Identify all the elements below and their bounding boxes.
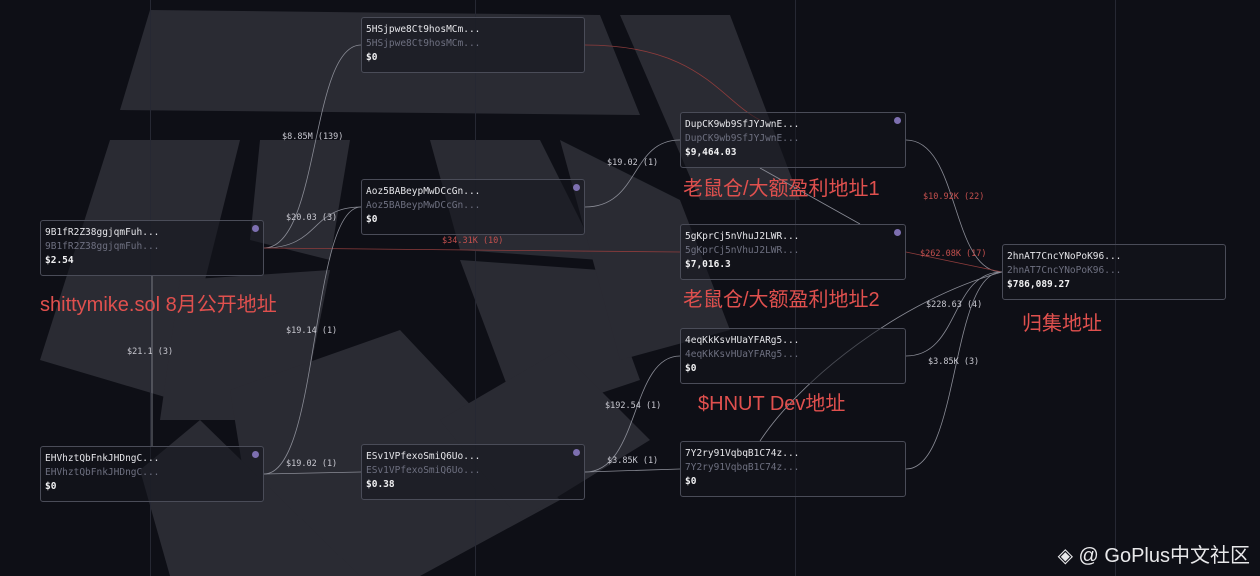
grid-line	[475, 0, 476, 576]
address-node[interactable]: EHVhztQbFnkJHDngC... EHVhztQbFnkJHDngC...…	[40, 446, 264, 502]
edge	[759, 167, 861, 225]
node-address: EHVhztQbFnkJHDngC...	[45, 453, 160, 464]
annotation-dev: $HNUT Dev地址	[698, 393, 846, 415]
edge-label: $19.14 (1)	[286, 326, 338, 336]
address-node[interactable]: 5HSjpwe8Ct9hosMCm... 5HSjpwe8Ct9hosMCm...…	[361, 17, 585, 73]
edge-label: $192.54 (1)	[605, 401, 662, 411]
edge-label: $20.03 (3)	[286, 213, 338, 223]
node-address: 5HSjpwe8Ct9hosMCm...	[366, 24, 481, 35]
node-value: $0	[366, 52, 378, 63]
node-address: DupCK9wb9SfJYJwnE...	[685, 119, 800, 130]
edge	[263, 206, 362, 475]
annotation-insider-1: 老鼠仓/大额盈利地址1	[683, 178, 880, 200]
edge	[905, 251, 1003, 273]
node-value: $0	[685, 476, 697, 487]
tag-dot-icon	[573, 184, 580, 191]
node-label: 5gKprCj5nVhuJ2LWR...	[685, 245, 800, 256]
node-address: 4eqKkKsvHUaYFARg5...	[685, 335, 800, 346]
tag-dot-icon	[894, 229, 901, 236]
node-value: $0.38	[366, 479, 395, 490]
edge	[584, 468, 681, 473]
edge	[263, 206, 362, 249]
address-node[interactable]: 2hnAT7CncYNoPoK96... 2hnAT7CncYNoPoK96...…	[1002, 244, 1226, 300]
node-label: 7Y2ry91VqbqB1C74z...	[685, 462, 800, 473]
goplus-logo-icon: ◈	[1057, 545, 1079, 567]
edge	[905, 139, 1003, 273]
node-address: 9B1fR2Z38ggjqmFuh...	[45, 227, 160, 238]
edge-label: $21.1 (3)	[127, 347, 174, 357]
node-value: $2.54	[45, 255, 74, 266]
edge	[905, 271, 1003, 357]
node-address: 5gKprCj5nVhuJ2LWR...	[685, 231, 800, 242]
edge	[584, 44, 761, 121]
annotation-insider-2: 老鼠仓/大额盈利地址2	[683, 289, 880, 311]
node-label: ESv1VPfexoSmiQ6Uo...	[366, 465, 481, 476]
node-value: $0	[45, 481, 57, 492]
edge	[263, 471, 362, 475]
node-value: $9,464.03	[685, 147, 737, 158]
address-node[interactable]: 5gKprCj5nVhuJ2LWR... 5gKprCj5nVhuJ2LWR...…	[680, 224, 906, 280]
edge	[905, 271, 1003, 470]
node-label: 2hnAT7CncYNoPoK96...	[1007, 265, 1122, 276]
address-node[interactable]: ESv1VPfexoSmiQ6Uo... ESv1VPfexoSmiQ6Uo...…	[361, 444, 585, 500]
edge-label: $8.85M (139)	[282, 132, 344, 142]
node-label: EHVhztQbFnkJHDngC...	[45, 467, 160, 478]
node-label: Aoz5BABeypMwDCcGn...	[366, 200, 481, 211]
annotation-collection: 归集地址	[1022, 313, 1102, 335]
edge-label: $10.92K (22)	[923, 192, 985, 202]
node-label: 4eqKkKsvHUaYFARg5...	[685, 349, 800, 360]
edge-label: $3.85K (1)	[607, 456, 659, 466]
node-value: $0	[366, 214, 378, 225]
grid-line	[795, 0, 796, 576]
edge-label: $34.31K (10)	[442, 236, 504, 246]
node-address: 7Y2ry91VqbqB1C74z...	[685, 448, 800, 459]
annotation-shittymike: shittymike.sol 8月公开地址	[40, 294, 277, 316]
edge-label: $262.08K (17)	[920, 249, 987, 259]
edge	[584, 355, 681, 473]
tag-dot-icon	[894, 117, 901, 124]
watermark: ◈ @ GoPlus中文社区	[1058, 539, 1250, 568]
grid-line	[150, 0, 151, 576]
node-label: 5HSjpwe8Ct9hosMCm...	[366, 38, 481, 49]
edge-label: $19.02 (1)	[286, 459, 338, 469]
node-value: $786,089.27	[1007, 279, 1070, 290]
node-address: ESv1VPfexoSmiQ6Uo...	[366, 451, 481, 462]
node-address: 2hnAT7CncYNoPoK96...	[1007, 251, 1122, 262]
node-value: $0	[685, 363, 697, 374]
watermark-text: @ GoPlus中文社区	[1078, 545, 1250, 567]
edge	[584, 139, 681, 208]
address-node[interactable]: Aoz5BABeypMwDCcGn... Aoz5BABeypMwDCcGn...…	[361, 179, 585, 235]
node-value: $7,016.3	[685, 259, 731, 270]
tag-dot-icon	[252, 225, 259, 232]
address-node[interactable]: 7Y2ry91VqbqB1C74z... 7Y2ry91VqbqB1C74z...…	[680, 441, 906, 497]
node-label: 9B1fR2Z38ggjqmFuh...	[45, 241, 160, 252]
edge-label: $228.63 (4)	[926, 300, 983, 310]
edge	[263, 247, 681, 253]
node-address: Aoz5BABeypMwDCcGn...	[366, 186, 481, 197]
node-label: DupCK9wb9SfJYJwnE...	[685, 133, 800, 144]
edge-label: $19.02 (1)	[607, 158, 659, 168]
edge-label: $3.85K (3)	[928, 357, 980, 367]
address-node[interactable]: 9B1fR2Z38ggjqmFuh... 9B1fR2Z38ggjqmFuh...…	[40, 220, 264, 276]
edge	[263, 44, 362, 249]
address-node[interactable]: DupCK9wb9SfJYJwnE... DupCK9wb9SfJYJwnE...…	[680, 112, 906, 168]
address-node[interactable]: 4eqKkKsvHUaYFARg5... 4eqKkKsvHUaYFARg5...…	[680, 328, 906, 384]
tag-dot-icon	[252, 451, 259, 458]
tag-dot-icon	[573, 449, 580, 456]
